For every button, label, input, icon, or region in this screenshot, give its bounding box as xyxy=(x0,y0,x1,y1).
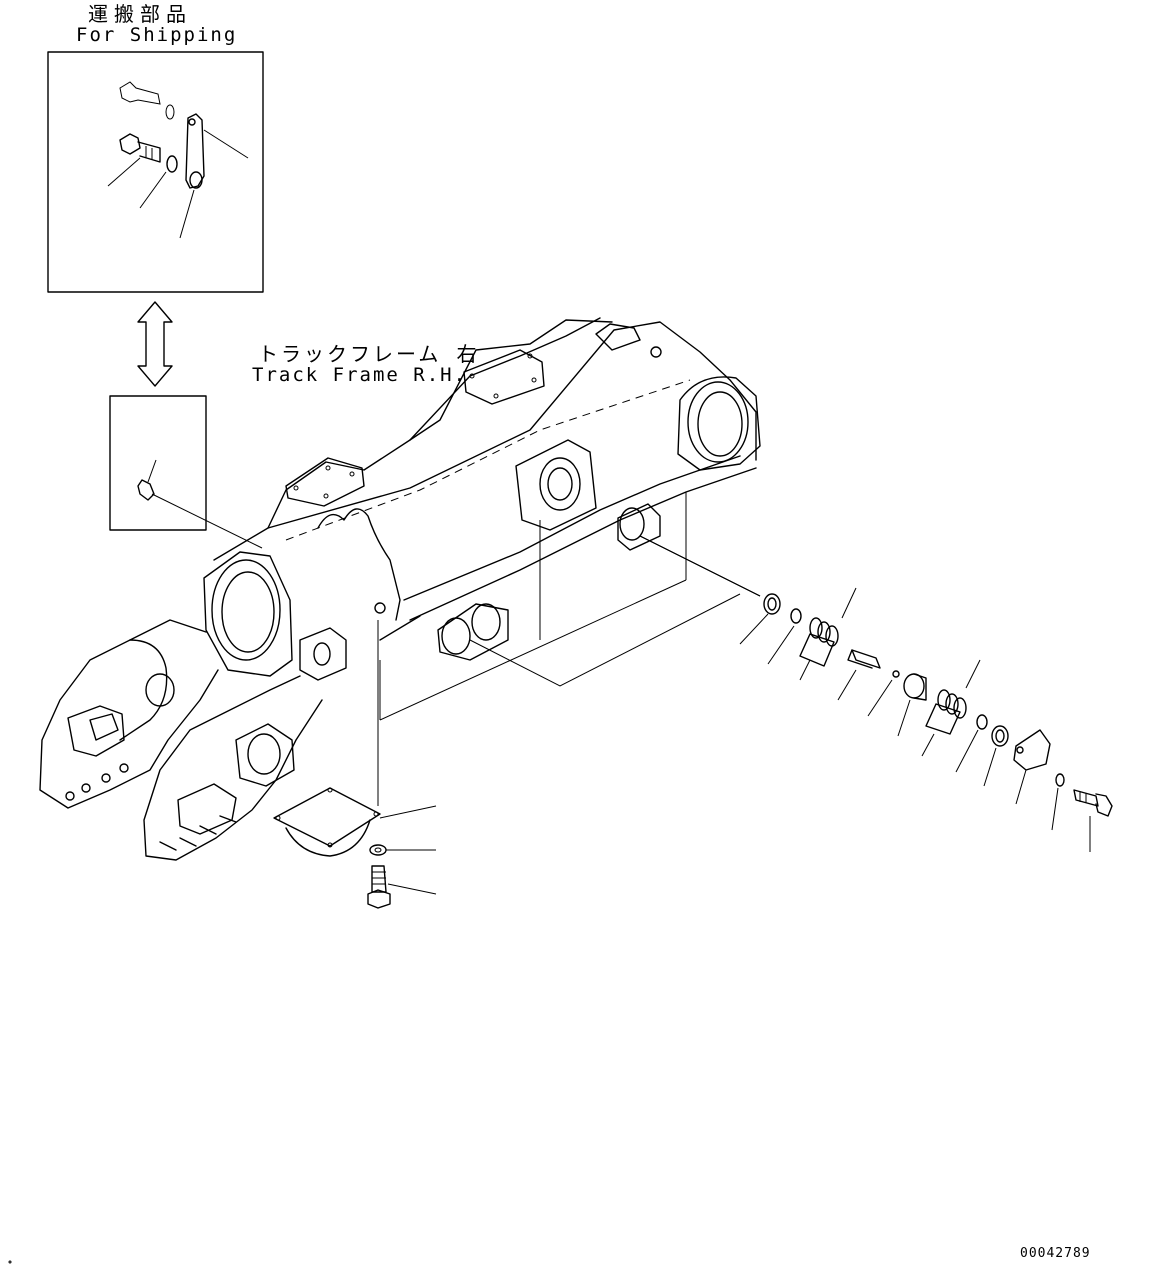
cover-washer xyxy=(369,844,387,856)
cover-plate-assembly xyxy=(273,787,437,909)
shipping-bolt-upper xyxy=(119,81,175,120)
track-frame-label-en: Track Frame R.H. xyxy=(252,364,468,386)
pivot-parts-exploded xyxy=(739,587,1113,852)
shipping-bracket xyxy=(185,113,205,189)
shipping-label-jp: 運搬部品 xyxy=(88,2,192,26)
shipping-label-en: For Shipping xyxy=(76,24,238,46)
fitting-detail-box xyxy=(109,395,263,549)
shipping-bolt xyxy=(119,133,161,163)
track-frame xyxy=(39,317,761,861)
cover-bolt xyxy=(367,865,391,909)
double-arrow-icon xyxy=(137,301,173,387)
drawing-code: 00042789 xyxy=(1020,1246,1091,1261)
shipping-parts-box xyxy=(47,51,264,293)
track-frame-label-jp: トラックフレーム 右 xyxy=(258,342,480,366)
shipping-washer xyxy=(166,155,178,173)
